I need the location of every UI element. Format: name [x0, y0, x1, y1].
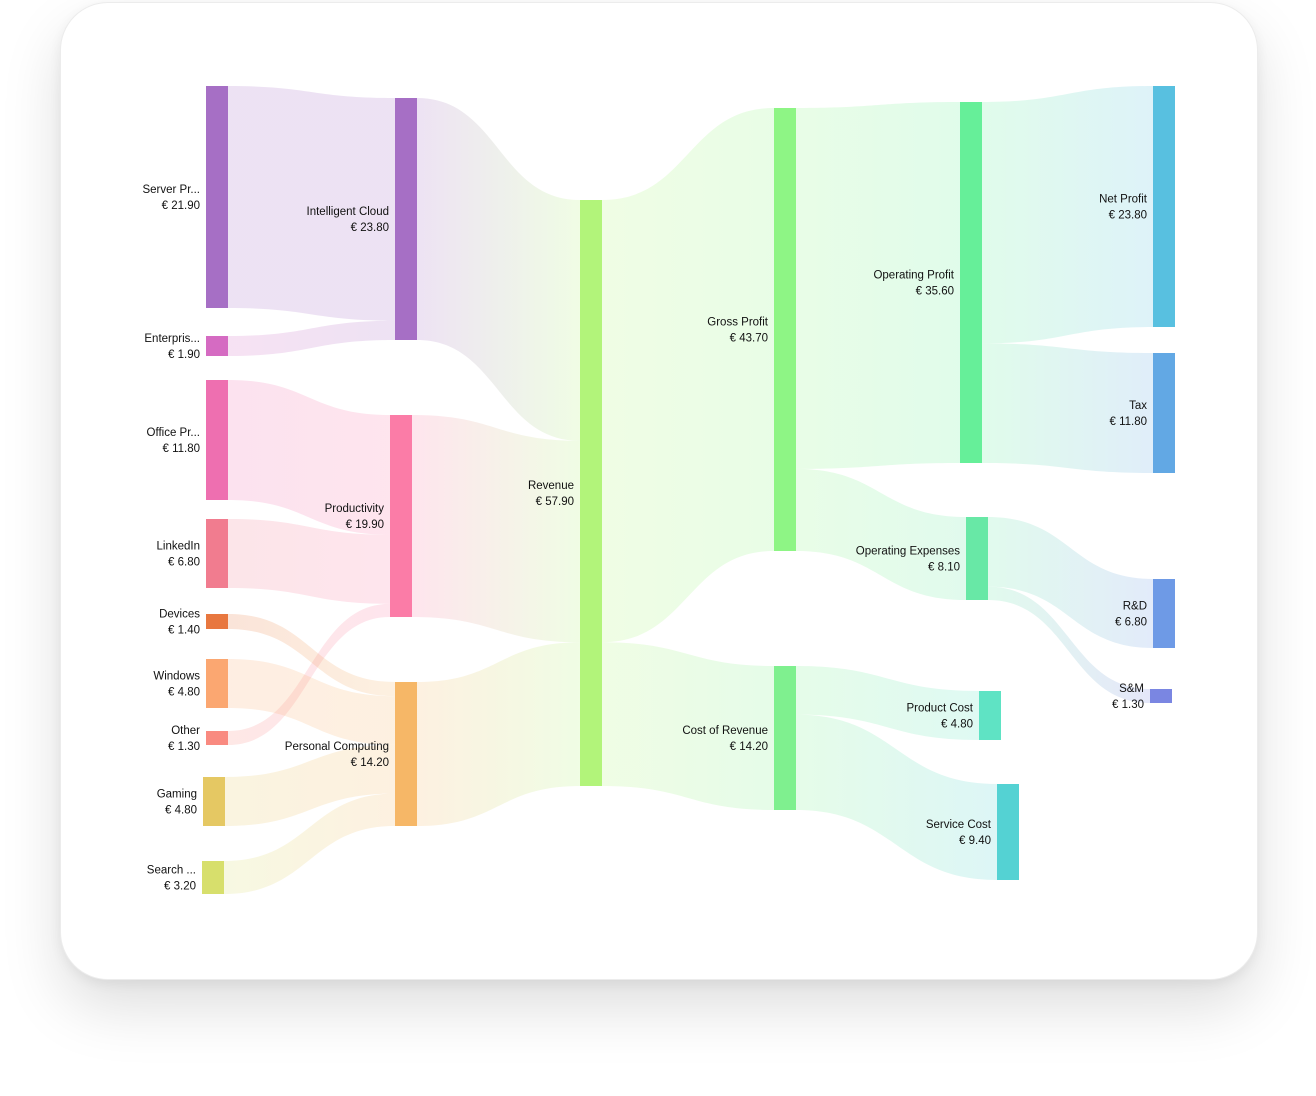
node-product-cost-value: € 4.80 — [941, 719, 973, 731]
node-devices-bar[interactable] — [206, 614, 228, 629]
link-opex-to-sm — [988, 586, 1150, 703]
node-devices-value: € 1.40 — [168, 625, 200, 637]
node-gross-profit-value: € 43.70 — [730, 333, 768, 345]
link-windows-to-personal — [228, 659, 395, 745]
node-other-bar[interactable] — [206, 731, 228, 745]
node-enterpris-value: € 1.90 — [168, 349, 200, 361]
node-tax-label: Tax — [1129, 400, 1147, 412]
link-enterprise-to-cloud — [228, 320, 395, 356]
node-operating-expenses-label: Operating Expenses — [856, 546, 960, 558]
link-search-to-personal — [224, 793, 395, 894]
node-service-cost-label: Service Cost — [926, 819, 992, 831]
node-server-pr-value: € 21.90 — [162, 200, 200, 212]
link-productivity-to-revenue — [412, 415, 580, 643]
node-linkedin-bar[interactable] — [206, 519, 228, 588]
node-product-cost-bar[interactable] — [979, 691, 1001, 740]
node-net-profit-bar[interactable] — [1153, 86, 1175, 327]
node-operating-expenses-value: € 8.10 — [928, 562, 960, 574]
node-r-d-label: R&D — [1123, 601, 1147, 613]
link-revenue-to-cor — [602, 642, 774, 810]
node-productivity-bar[interactable] — [390, 415, 412, 617]
link-cor-to-product — [796, 666, 979, 740]
node-enterpris-bar[interactable] — [206, 336, 228, 356]
node-gaming-bar[interactable] — [203, 777, 225, 826]
link-opex-to-rd — [988, 517, 1153, 648]
node-other-label: Other — [171, 725, 200, 737]
node-product-cost-label: Product Cost — [907, 703, 974, 715]
node-windows-bar[interactable] — [206, 659, 228, 708]
node-personal-computing-label: Personal Computing — [285, 741, 389, 753]
node-search-bar[interactable] — [202, 861, 224, 894]
node-revenue-bar[interactable] — [580, 200, 602, 786]
node-office-pr-label: Office Pr... — [147, 427, 200, 439]
node-service-cost-value: € 9.40 — [959, 835, 991, 847]
nodes-layer — [202, 86, 1175, 894]
node-cost-of-revenue-bar[interactable] — [774, 666, 796, 810]
link-personal-to-revenue — [417, 642, 580, 826]
node-gross-profit-bar[interactable] — [774, 108, 796, 551]
node-personal-computing-value: € 14.20 — [351, 757, 389, 769]
node-s-m-bar[interactable] — [1150, 689, 1172, 703]
node-gaming-value: € 4.80 — [165, 805, 197, 817]
node-search-label: Search ... — [147, 865, 196, 877]
node-operating-expenses-bar[interactable] — [966, 517, 988, 600]
link-cor-to-service — [796, 714, 997, 880]
node-productivity-label: Productivity — [325, 503, 385, 515]
link-opprofit-to-net — [982, 86, 1153, 344]
node-operating-profit-value: € 35.60 — [916, 286, 954, 298]
node-cost-of-revenue-value: € 14.20 — [730, 741, 768, 753]
node-s-m-label: S&M — [1119, 683, 1144, 695]
node-server-pr-bar[interactable] — [206, 86, 228, 308]
node-s-m-value: € 1.30 — [1112, 699, 1144, 711]
node-productivity-value: € 19.90 — [346, 519, 384, 531]
link-gross-to-opprofit — [796, 102, 960, 469]
node-intelligent-cloud-value: € 23.80 — [351, 222, 389, 234]
node-operating-profit-bar[interactable] — [960, 102, 982, 463]
node-tax-value: € 11.80 — [1109, 416, 1147, 428]
link-gross-to-opex — [796, 468, 966, 600]
link-office-to-productivity — [228, 380, 390, 535]
node-r-d-bar[interactable] — [1153, 579, 1175, 648]
node-gross-profit-label: Gross Profit — [707, 317, 769, 329]
node-gaming-label: Gaming — [157, 789, 197, 801]
node-operating-profit-label: Operating Profit — [873, 270, 954, 282]
node-other-value: € 1.30 — [168, 741, 200, 753]
node-net-profit-value: € 23.80 — [1109, 210, 1147, 222]
node-office-pr-bar[interactable] — [206, 380, 228, 500]
link-server-to-cloud — [228, 86, 395, 321]
node-tax-bar[interactable] — [1153, 353, 1175, 473]
node-intelligent-cloud-label: Intelligent Cloud — [307, 206, 389, 218]
node-devices-label: Devices — [159, 609, 200, 621]
node-r-d-value: € 6.80 — [1115, 617, 1147, 629]
link-devices-to-personal — [228, 614, 395, 697]
node-office-pr-value: € 11.80 — [162, 443, 200, 455]
link-opprofit-to-tax — [982, 343, 1153, 473]
node-revenue-label: Revenue — [528, 480, 574, 492]
links-layer — [224, 86, 1153, 894]
node-intelligent-cloud-bar[interactable] — [395, 98, 417, 340]
link-linkedin-to-productivity — [228, 519, 390, 604]
node-enterpris-label: Enterpris... — [144, 333, 200, 345]
link-other-to-productivity — [228, 603, 390, 745]
node-search-value: € 3.20 — [164, 881, 196, 893]
node-linkedin-value: € 6.80 — [168, 557, 200, 569]
link-revenue-to-gross — [602, 108, 774, 643]
node-server-pr-label: Server Pr... — [142, 184, 200, 196]
node-service-cost-bar[interactable] — [997, 784, 1019, 880]
node-revenue-value: € 57.90 — [536, 496, 574, 508]
node-windows-value: € 4.80 — [168, 687, 200, 699]
link-gaming-to-personal — [225, 744, 395, 826]
node-windows-label: Windows — [153, 671, 200, 683]
link-cloud-to-revenue — [417, 98, 580, 441]
node-personal-computing-bar[interactable] — [395, 682, 417, 826]
node-cost-of-revenue-label: Cost of Revenue — [682, 725, 768, 737]
node-net-profit-label: Net Profit — [1099, 194, 1148, 206]
node-linkedin-label: LinkedIn — [157, 541, 200, 553]
